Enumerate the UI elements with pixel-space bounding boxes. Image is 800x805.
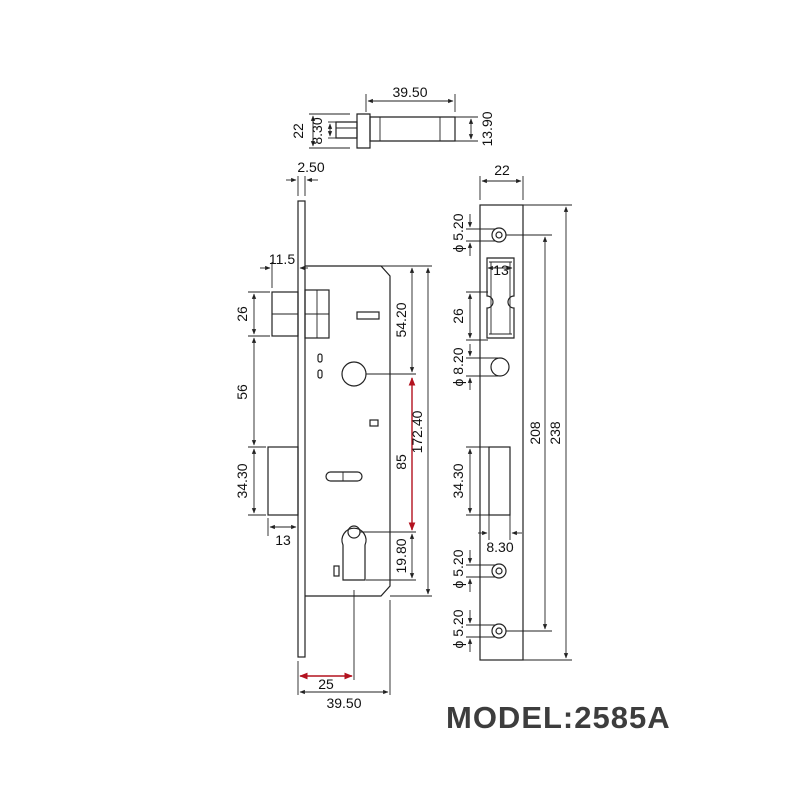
lock-case xyxy=(305,265,391,597)
dim-latch-height: 26 xyxy=(234,306,250,322)
dim-body-height: 172.40 xyxy=(409,410,425,453)
dim-backset: 25 xyxy=(318,676,334,692)
dim-plate-length: 238 xyxy=(547,421,563,445)
dim-strike-deadbolt-width: 8.30 xyxy=(486,539,513,555)
dim-bolt-length: 39.50 xyxy=(392,84,427,100)
dim-handle-to-cylinder: 85 xyxy=(393,454,409,470)
dim-deadbolt-proj: 13 xyxy=(275,532,291,548)
dim-cylinder-offset: 19.80 xyxy=(393,538,409,573)
handle-spindle xyxy=(341,361,367,387)
dim-strike-deadbolt-height: 34.30 xyxy=(450,463,466,498)
dim-deadbolt-height: 34.30 xyxy=(234,463,250,498)
deadbolt xyxy=(267,446,299,516)
deadbolt-detail xyxy=(309,94,478,149)
strike-plate-outline xyxy=(479,204,524,661)
dim-screw-hole-top: ϕ 5.20 xyxy=(450,213,466,252)
dim-round-hole: ϕ 8.20 xyxy=(450,347,466,386)
dim-latch-offset: 11.5 xyxy=(269,251,295,267)
model-label: MODEL:2585A xyxy=(446,700,671,735)
lock-body xyxy=(248,176,432,695)
dim-faceplate-thickness: 2.50 xyxy=(297,159,324,175)
dim-screw-hole-bot: ϕ 5.20 xyxy=(450,609,466,648)
dim-strike-latch-height: 26 xyxy=(450,308,466,324)
dim-case-depth: 39.50 xyxy=(326,695,361,711)
dim-plate-width: 22 xyxy=(494,162,510,178)
dim-bolt-inner: 8.30 xyxy=(309,117,325,144)
dim-screw-hole-mid: ϕ 5.20 xyxy=(450,549,466,588)
dim-bolt-height: 13.90 xyxy=(479,111,495,146)
cylinder-hole xyxy=(341,527,367,581)
faceplate xyxy=(297,200,306,658)
dim-latch-to-handle: 54.20 xyxy=(393,302,409,337)
dim-strike-latch-width: 13 xyxy=(493,262,509,278)
strike-plate xyxy=(466,176,572,661)
dim-latch-to-deadbolt: 56 xyxy=(234,384,250,400)
dim-screw-spacing: 208 xyxy=(527,421,543,445)
dim-bolt-total: 22 xyxy=(290,123,306,139)
